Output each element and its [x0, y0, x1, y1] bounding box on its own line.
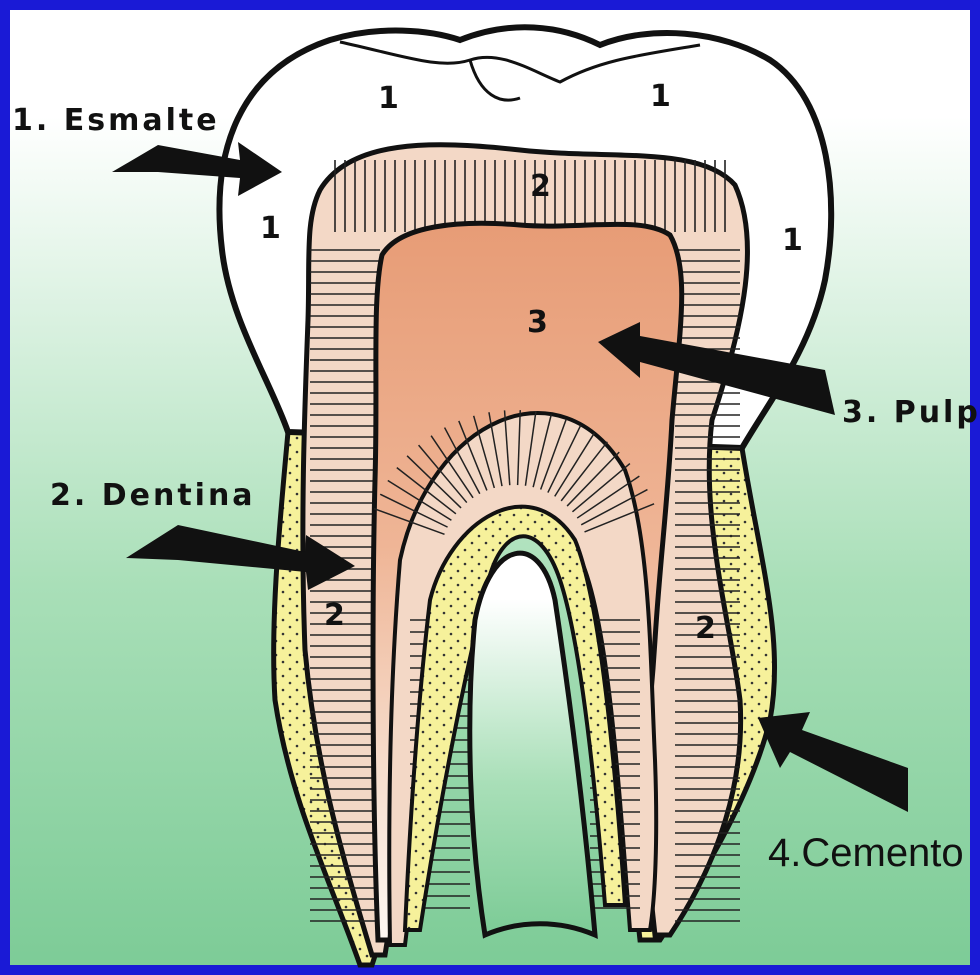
- label-pulp: 3. Pulpa: [842, 395, 980, 430]
- label-cementum: 4.Cemento: [768, 831, 964, 875]
- dentin-number-crown: 2: [530, 169, 551, 204]
- dentin-number-root-left: 2: [324, 598, 345, 633]
- dentin-number-root-right: 2: [695, 611, 716, 646]
- label-enamel: 1. Esmalte: [12, 103, 220, 138]
- enamel-number-top-right: 1: [650, 79, 671, 114]
- enamel-number-side-right: 1: [782, 223, 803, 258]
- enamel-number-side-left: 1: [260, 211, 281, 246]
- pulp-number: 3: [527, 305, 548, 340]
- label-dentin: 2. Dentina: [50, 478, 256, 513]
- enamel-number-top-left: 1: [378, 81, 399, 116]
